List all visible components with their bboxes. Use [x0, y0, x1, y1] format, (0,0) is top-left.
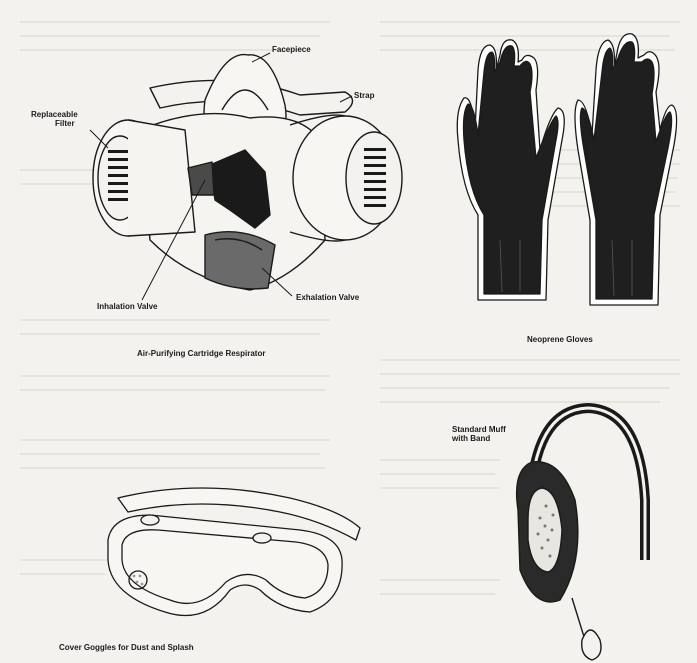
label-exhalation-valve: Exhalation Valve — [296, 293, 359, 302]
label-inhalation-valve: Inhalation Valve — [97, 302, 157, 311]
label-standard-muff-line2: with Band — [452, 434, 490, 443]
label-standard-muff-line1: Standard Muff — [452, 425, 506, 434]
label-replaceable-filter-line1: Replaceable — [31, 110, 78, 119]
caption-respirator: Air-Purifying Cartridge Respirator — [137, 349, 265, 358]
label-facepiece: Facepiece — [272, 45, 311, 54]
caption-gloves: Neoprene Gloves — [527, 335, 593, 344]
label-strap: Strap — [354, 91, 374, 100]
caption-goggles: Cover Goggles for Dust and Splash — [59, 643, 194, 652]
label-replaceable-filter-line2: Filter — [55, 119, 75, 128]
